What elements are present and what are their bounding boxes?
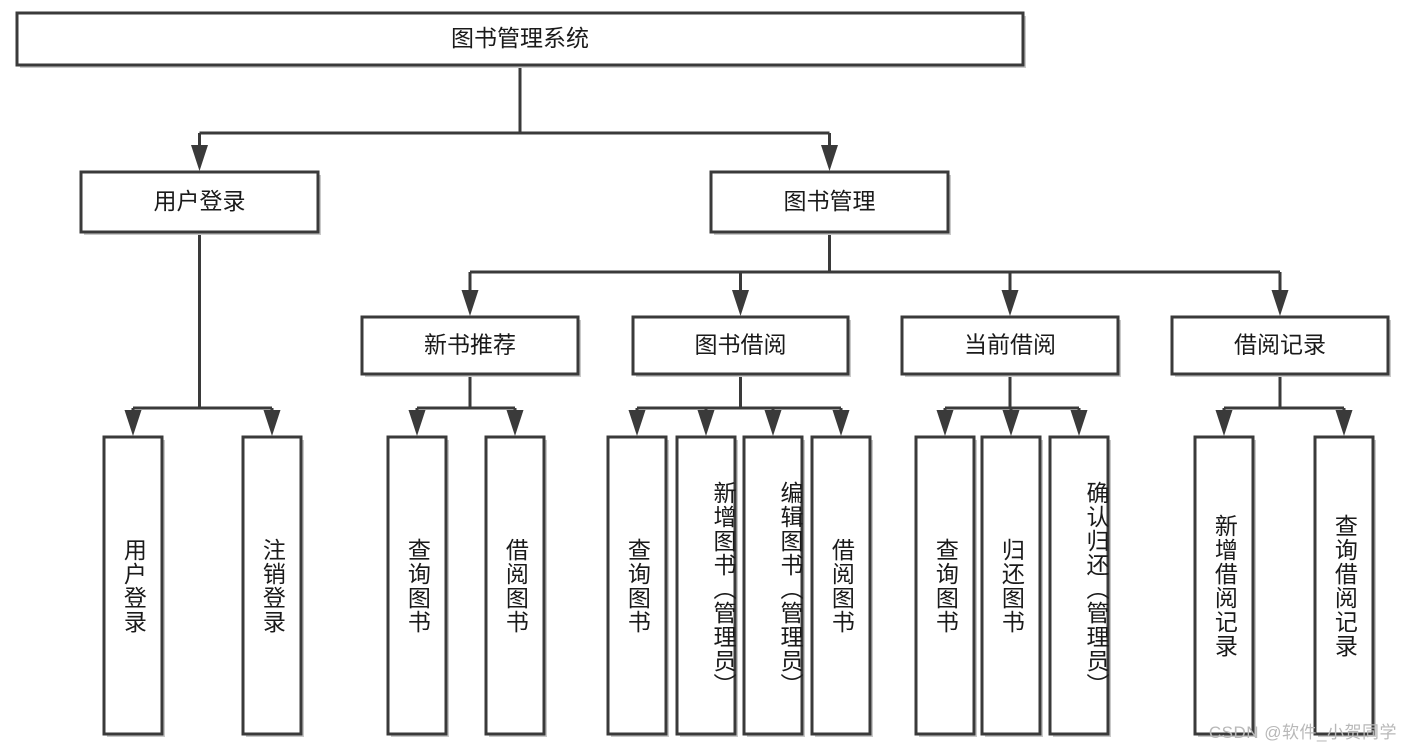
- arrow-head-icon: [1002, 410, 1020, 436]
- arrow-head-icon: [764, 410, 782, 436]
- arrow-head-icon: [832, 410, 850, 436]
- node-label-records: 借阅记录: [1234, 332, 1326, 358]
- arrow-head-icon: [1215, 410, 1233, 436]
- arrow-head-icon: [628, 410, 646, 436]
- node-label-borrow: 图书借阅: [695, 332, 787, 358]
- node-box-leaf-borrow-1[interactable]: [606, 435, 668, 736]
- node-box-leaf-current-2[interactable]: [980, 435, 1042, 736]
- node-label-bookmgmt: 图书管理: [784, 188, 876, 214]
- node-label-login: 用户登录: [154, 188, 246, 214]
- arrow-head-icon: [936, 410, 954, 436]
- arrow-head-icon: [408, 410, 426, 436]
- node-box-leaf-borrow-3[interactable]: [742, 435, 804, 736]
- arrow-head-icon: [732, 290, 749, 316]
- watermark-text: CSDN @软件_小贺同学: [1208, 723, 1397, 742]
- node-box-leaf-newbook-1[interactable]: [386, 435, 448, 736]
- arrow-head-icon: [191, 145, 208, 171]
- node-box-login[interactable]: [79, 170, 320, 234]
- connector-group-bookmgmt: [461, 232, 1289, 316]
- arrow-head-icon: [1271, 290, 1289, 316]
- connector-layer: [124, 65, 1353, 436]
- arrow-head-icon: [1335, 410, 1353, 436]
- node-box-leaf-borrow-4[interactable]: [810, 435, 872, 736]
- node-box-current[interactable]: [900, 315, 1120, 376]
- arrow-head-icon: [506, 410, 524, 436]
- connector-group-borrow: [628, 374, 850, 436]
- node-box-bookmgmt[interactable]: [709, 170, 950, 234]
- arrow-head-icon: [124, 410, 142, 436]
- node-label-newbook: 新书推荐: [424, 332, 516, 358]
- node-box-leaf-borrow-2[interactable]: [675, 435, 737, 736]
- arrow-head-icon: [821, 145, 838, 171]
- node-label-current: 当前借阅: [964, 332, 1056, 358]
- arrow-head-icon: [263, 410, 281, 436]
- node-box-leaf-login-1[interactable]: [102, 435, 164, 736]
- connector-group-current: [936, 374, 1088, 436]
- node-box-records[interactable]: [1170, 315, 1390, 376]
- node-box-root[interactable]: [15, 11, 1025, 67]
- arrow-head-icon: [697, 410, 715, 436]
- arrow-head-icon: [1001, 290, 1019, 316]
- node-box-leaf-records-2[interactable]: [1313, 435, 1375, 736]
- arrow-head-icon: [461, 290, 479, 316]
- connector-group-root: [191, 65, 838, 171]
- connector-group-newbook: [408, 374, 524, 436]
- node-box-borrow[interactable]: [631, 315, 850, 376]
- node-box-leaf-current-3[interactable]: [1048, 435, 1110, 736]
- node-box-leaf-records-1[interactable]: [1193, 435, 1255, 736]
- node-label-root: 图书管理系统: [451, 25, 589, 51]
- node-box-leaf-login-2[interactable]: [241, 435, 303, 736]
- connector-group-records: [1215, 374, 1353, 436]
- node-box-newbook[interactable]: [360, 315, 580, 376]
- connector-group-login: [124, 232, 281, 436]
- node-box-leaf-current-1[interactable]: [914, 435, 976, 736]
- node-box-leaf-newbook-2[interactable]: [484, 435, 546, 736]
- arrow-head-icon: [1070, 410, 1088, 436]
